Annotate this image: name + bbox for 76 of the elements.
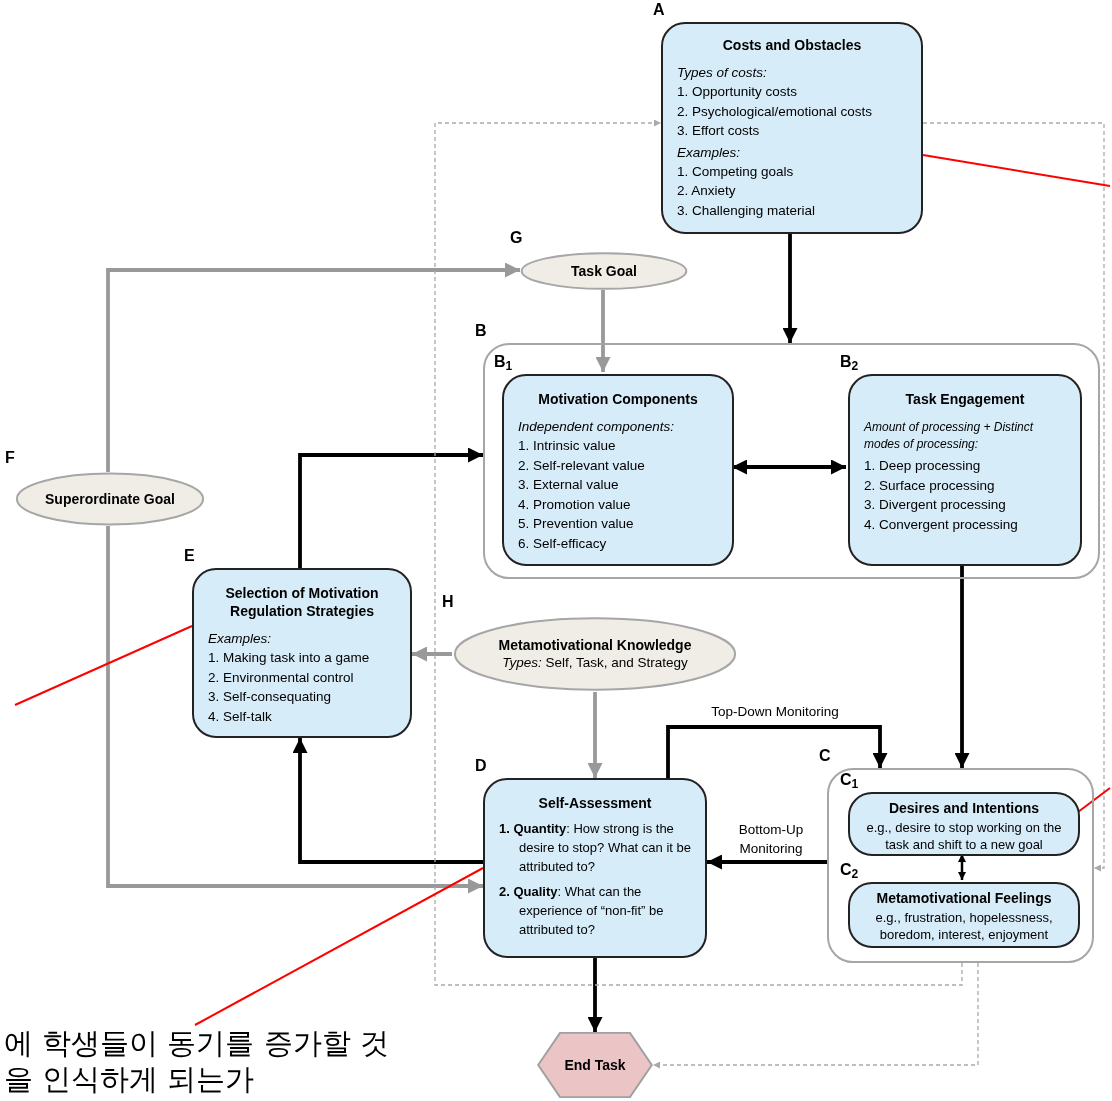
list-item: 3. External value <box>518 476 620 494</box>
list-item: 2. Self-relevant value <box>518 456 646 475</box>
box-title: Costs and Obstacles <box>721 36 863 54</box>
leader-line <box>14 625 193 706</box>
list-item: 2. Quality: What can the experience of “non-fit” be attributed to? <box>499 883 665 939</box>
node-letter: C$_{1}$ <box>840 772 859 788</box>
leader-line <box>194 867 484 1026</box>
box-title: End Task <box>564 1056 626 1074</box>
box-title: Superordinate Goal <box>45 490 175 508</box>
node-letter: C$_{2}$ <box>840 862 859 878</box>
list-item: 4. Self-talk <box>208 707 273 726</box>
node-letter: E <box>184 548 195 564</box>
arrow <box>587 692 603 778</box>
body-text: e.g., frustration, hopelessness, boredom, interest, enjoyment <box>874 909 1054 943</box>
node-letter: B$_{2}$ <box>840 354 859 370</box>
box-title: Desires and Intentions <box>887 799 1041 817</box>
list-item: 1. Making task into a game <box>208 649 371 667</box>
node-letter: H <box>442 594 454 610</box>
leader-line <box>1077 787 1111 813</box>
list-item: 1. Quantity: How strong is the desire to stop? What can it be attributed to? <box>499 820 691 876</box>
box-title: Task Engagement <box>904 390 1026 408</box>
node-letter: D <box>475 758 487 774</box>
arrow <box>954 564 970 768</box>
arrow <box>652 962 979 1069</box>
list-item: 1. Intrinsic value <box>518 437 617 455</box>
arrow <box>666 725 888 778</box>
list-item: 3. Effort costs <box>677 122 761 140</box>
arrow <box>106 526 483 894</box>
arrow <box>595 290 611 372</box>
arrow <box>782 234 798 343</box>
section-heading: Examples: <box>677 143 742 162</box>
arrow <box>106 262 520 472</box>
annotation-text: 에 학생들이 동기를 증가할 것을 인식하게 되는가 <box>0 1025 405 1101</box>
list-item: 2. Psychological/emotional costs <box>677 102 874 121</box>
list-item: 3. Challenging material <box>677 201 817 220</box>
box-title: Selection of Motivation Regulation Strategies <box>224 584 380 620</box>
node-letter: A <box>653 2 665 18</box>
box-title: Motivation Components <box>537 390 699 408</box>
arrow <box>292 738 483 864</box>
arrow <box>707 854 827 870</box>
list-item: 6. Self-efficacy <box>518 534 608 553</box>
box-title: Metamotivational Knowledge <box>498 636 692 654</box>
body-text: e.g., desire to stop working on the task and shift to a new goal <box>865 819 1063 853</box>
body-text: Types: Self, Task, and Strategy <box>502 654 688 672</box>
node-letter: F <box>5 450 15 466</box>
arrow <box>732 459 846 475</box>
arrow <box>434 119 963 986</box>
end-hexagon <box>537 1032 653 1098</box>
leader-line <box>922 154 1111 187</box>
list-item: 1. Opportunity costs <box>677 83 799 101</box>
list-item: 4. Promotion value <box>518 495 632 514</box>
box-title: Self-Assessment <box>537 794 653 812</box>
list-item: 2. Anxiety <box>677 182 737 200</box>
arrow <box>958 854 966 880</box>
section-heading: Independent components: <box>518 418 676 436</box>
arrow <box>412 646 452 662</box>
list-item: 2. Environmental control <box>208 668 355 687</box>
list-item: 3. Self-consequating <box>208 688 333 706</box>
node-letter: B$_{1}$ <box>494 354 513 370</box>
list-item: 3. Divergent processing <box>864 496 1007 514</box>
box-title: Task Goal <box>571 262 637 280</box>
arrow <box>298 447 483 568</box>
section-heading: Amount of processing + Distinct modes of processing: <box>864 419 1035 453</box>
list-item: 5. Prevention value <box>518 515 635 533</box>
arrow <box>922 122 1105 872</box>
node-letter: C <box>819 748 831 764</box>
section-heading: Examples: <box>208 630 273 648</box>
node-letter: B <box>475 323 487 339</box>
list-item: 1. Deep processing <box>864 457 982 475</box>
arrow <box>587 958 603 1032</box>
list-item: 4. Convergent processing <box>864 515 1019 534</box>
node-letter: G <box>510 230 523 246</box>
box-title: Metamotivational Feelings <box>875 889 1053 907</box>
list-item: 2. Surface processing <box>864 476 996 495</box>
list-item: 1. Competing goals <box>677 162 795 181</box>
section-heading: Types of costs: <box>677 64 768 82</box>
